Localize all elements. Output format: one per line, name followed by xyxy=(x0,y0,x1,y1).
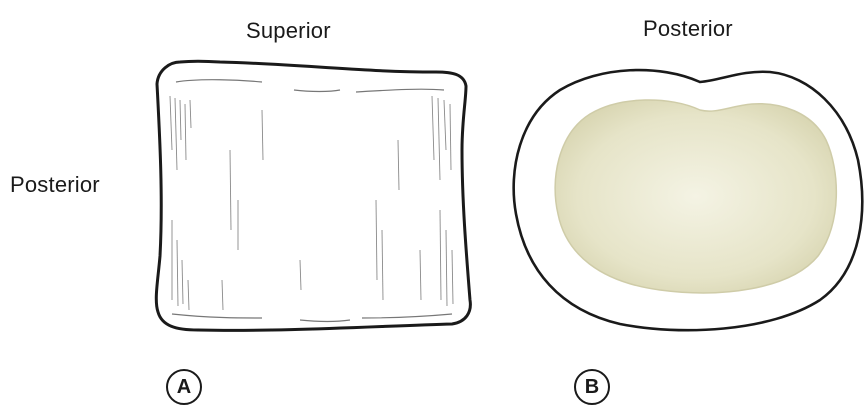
vertebral-body-outline xyxy=(156,61,470,330)
vertebral-body-lateral-view xyxy=(156,61,470,330)
panel-a-posterior-label: Posterior xyxy=(10,172,100,198)
panel-b-posterior-label: Posterior xyxy=(643,16,733,42)
panel-b-marker: B xyxy=(574,369,610,405)
panel-a-superior-label: Superior xyxy=(246,18,331,44)
panel-a-marker: A xyxy=(166,369,202,405)
nucleus-pulposus xyxy=(555,100,836,293)
intervertebral-disc-superior-view xyxy=(514,70,863,330)
